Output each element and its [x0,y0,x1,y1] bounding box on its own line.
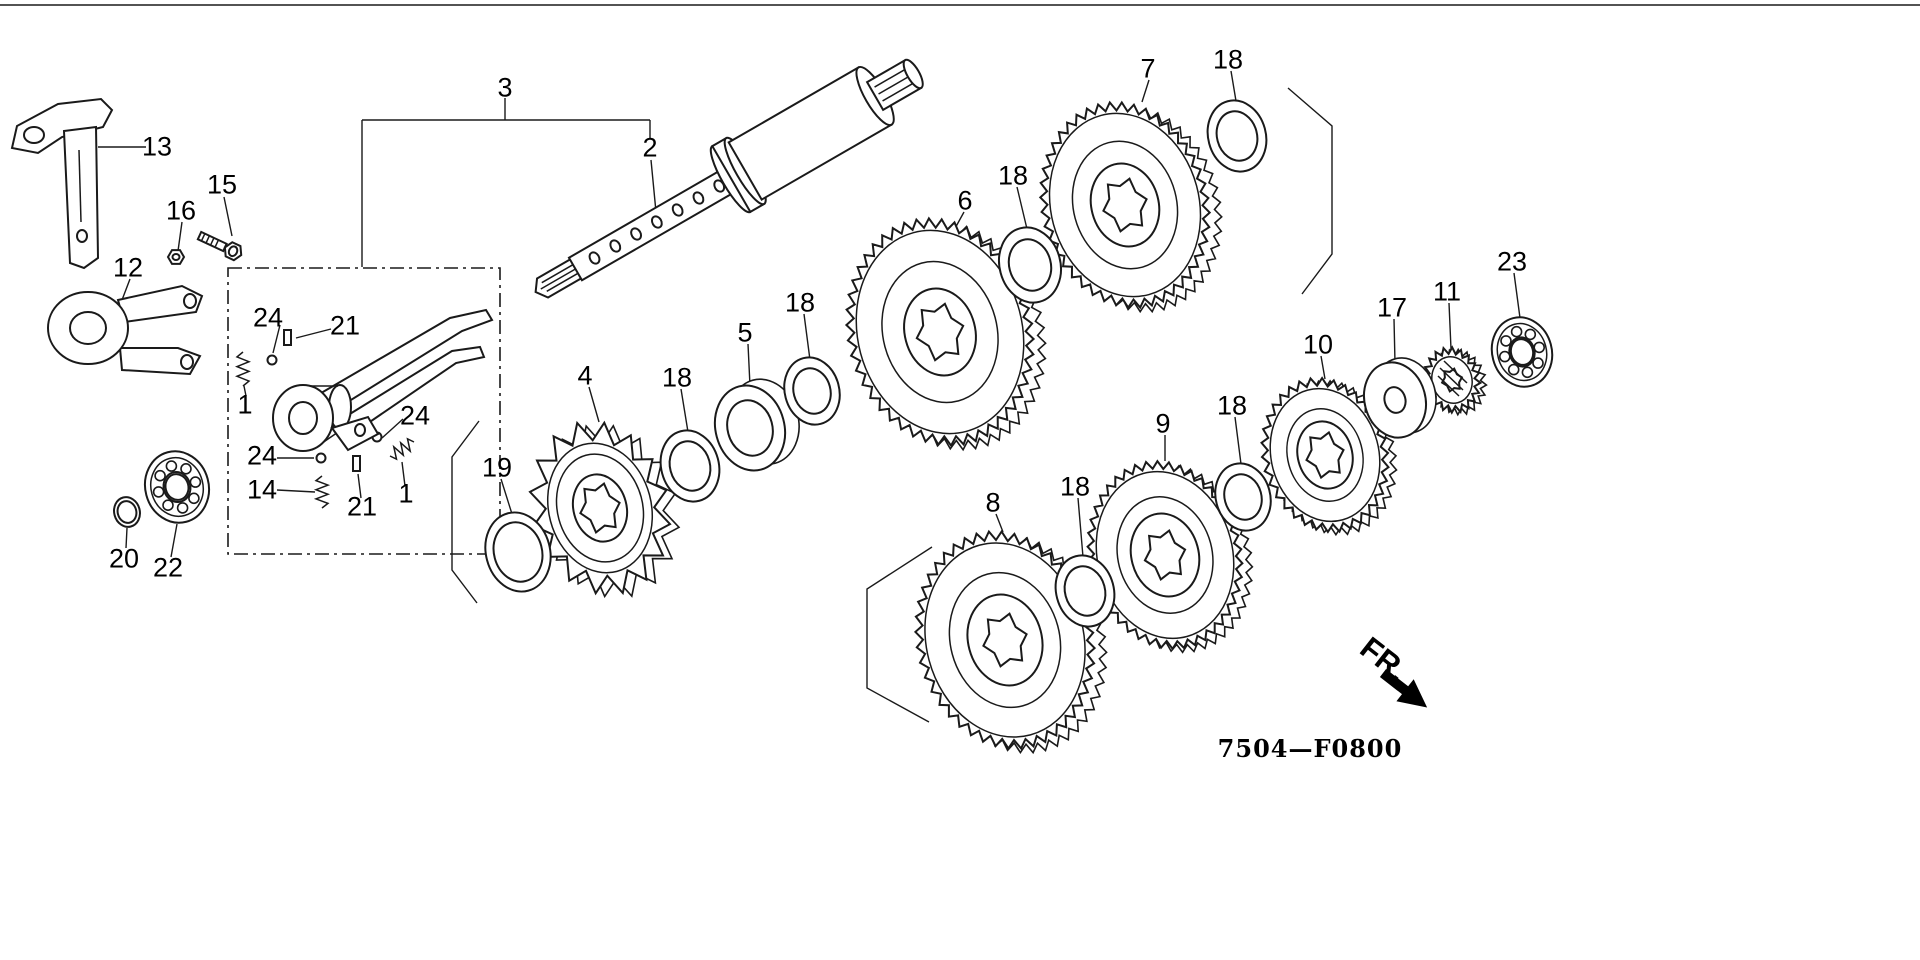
part-21-pin-a [283,329,292,346]
fr-arrow-icon [1379,669,1428,708]
part-2-gearshift-spindle [534,58,924,299]
part-16-nut [166,249,186,265]
part-17-washer [1363,357,1437,439]
part-24-ball-a [266,354,278,366]
part-20-snap-ring [113,496,141,528]
part-10-gear [1260,376,1398,537]
part-1-spring-b [389,437,415,461]
part-23-bearing [1490,316,1554,388]
part-1-spring-a [234,351,252,387]
assembly-brackets [451,87,1333,723]
part-12-shift-fork [47,284,204,376]
part-18-washer-d [1206,99,1268,173]
static-parts: FR. 7504—F0800 [10,58,1468,763]
diagram-code: 7504—F0800 [1218,734,1403,763]
part-9-gear [1086,459,1254,654]
front-direction-indicator: FR. [1354,630,1428,708]
leader-lines [98,70,1521,558]
part-7-gear [1038,100,1223,314]
parts-layer [113,99,1554,755]
assembly-dashed-box [227,267,501,555]
part-15-bolt [196,230,243,262]
part-14-spring [313,475,331,509]
part-18-washer-b [783,356,841,426]
part-24-ball-c [315,452,327,464]
pinion-hatch-lines [1437,360,1468,397]
part-18-washer-f [1214,462,1272,532]
part-6-gear [844,216,1047,452]
part-4-sprocket [528,420,681,599]
part-18-washer-e [1054,554,1116,628]
part-19-washer [484,511,552,593]
part-21-pin-b [352,455,361,472]
part-18-washer-c [998,226,1062,304]
part-13-shift-arm [10,97,114,270]
part-18-washer-a [659,429,721,503]
part-5-collar [713,378,800,472]
part-22-bearing [143,450,211,524]
part-3-fork-assembly [272,308,494,452]
